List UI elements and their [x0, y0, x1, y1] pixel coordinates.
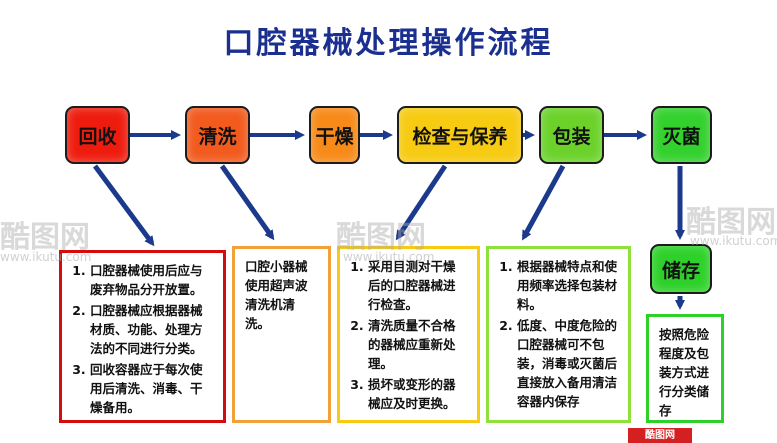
- step-baozhuang-label: 包装: [552, 125, 591, 148]
- watermark-url-right: www.ikutu.com: [690, 234, 777, 248]
- note-jiancha-item: 采用目测对干燥后的口腔器械进行检查。: [368, 257, 467, 314]
- step-baozhuang: 包装: [539, 106, 604, 164]
- step-ganzao: 干燥: [309, 106, 360, 164]
- step-chucun: 储存: [650, 244, 712, 294]
- step-ganzao-label: 干燥: [315, 125, 354, 148]
- arrow-baozhuang-note: [521, 164, 566, 241]
- page-title: 口腔器械处理操作流程: [223, 26, 554, 61]
- step-miejun: 灭菌: [651, 106, 712, 164]
- note-chucun: 按照危险程度及包装方式进行分类储存: [646, 314, 724, 423]
- step-huishou: 回收: [65, 106, 130, 164]
- step-qingxi: 清洗: [185, 106, 250, 164]
- step-huishou-label: 回收: [78, 125, 117, 148]
- watermark-url-center: www.ikutu.com: [343, 250, 435, 264]
- note-jiancha-item: 清洗质量不合格的器械应重新处理。: [368, 316, 467, 373]
- step-chucun-label: 储存: [661, 259, 700, 282]
- arrow-jiancha-note: [395, 164, 448, 241]
- step-jiancha: 检查与保养: [397, 106, 523, 164]
- note-qingxi-text: 口腔小器械使用超声波清洗机清洗。: [245, 259, 308, 331]
- step-jiancha-label: 检查与保养: [412, 125, 508, 148]
- arrow-qingxi-note: [219, 164, 275, 241]
- note-jiancha-item: 损坏或变形的器械应及时更换。: [368, 375, 467, 413]
- step-qingxi-label: 清洗: [198, 125, 237, 148]
- note-baozhuang-item: 根据器械特点和使用频率选择包装材料。: [517, 257, 618, 314]
- note-chucun-text: 按照危险程度及包装方式进行分类储存: [659, 327, 710, 418]
- watermark-logo-center: 酷图网: [336, 220, 426, 255]
- step-miejun-label: 灭菌: [662, 125, 701, 148]
- note-qingxi: 口腔小器械使用超声波清洗机清洗。: [232, 246, 331, 423]
- watermark-url-left: www.ikutu.com: [0, 250, 92, 264]
- note-baozhuang: 根据器械特点和使用频率选择包装材料。 低度、中度危险的口腔器械可不包装，消毒或灭…: [486, 246, 631, 423]
- footer-logo-badge: 酷图网: [628, 428, 692, 443]
- note-baozhuang-item: 低度、中度危险的口腔器械可不包装，消毒或灭菌后直接放入备用清洁容器内保存: [517, 316, 618, 411]
- note-huishou: 口腔器械使用后应与废弃物品分开放置。 口腔器械应根据器械材质、功能、处理方法的不…: [59, 250, 226, 423]
- note-huishou-item: 回收容器应于每次使用后清洗、消毒、干燥备用。: [90, 360, 213, 417]
- watermark-logo-right: 酷图网: [686, 205, 776, 240]
- note-huishou-item: 口腔器械应根据器械材质、功能、处理方法的不同进行分类。: [90, 301, 213, 358]
- note-jiancha: 采用目测对干燥后的口腔器械进行检查。 清洗质量不合格的器械应重新处理。 损坏或变…: [337, 246, 480, 423]
- arrow-huishou-note: [92, 164, 155, 247]
- note-huishou-item: 口腔器械使用后应与废弃物品分开放置。: [90, 261, 213, 299]
- watermark-logo-left: 酷图网: [0, 220, 90, 255]
